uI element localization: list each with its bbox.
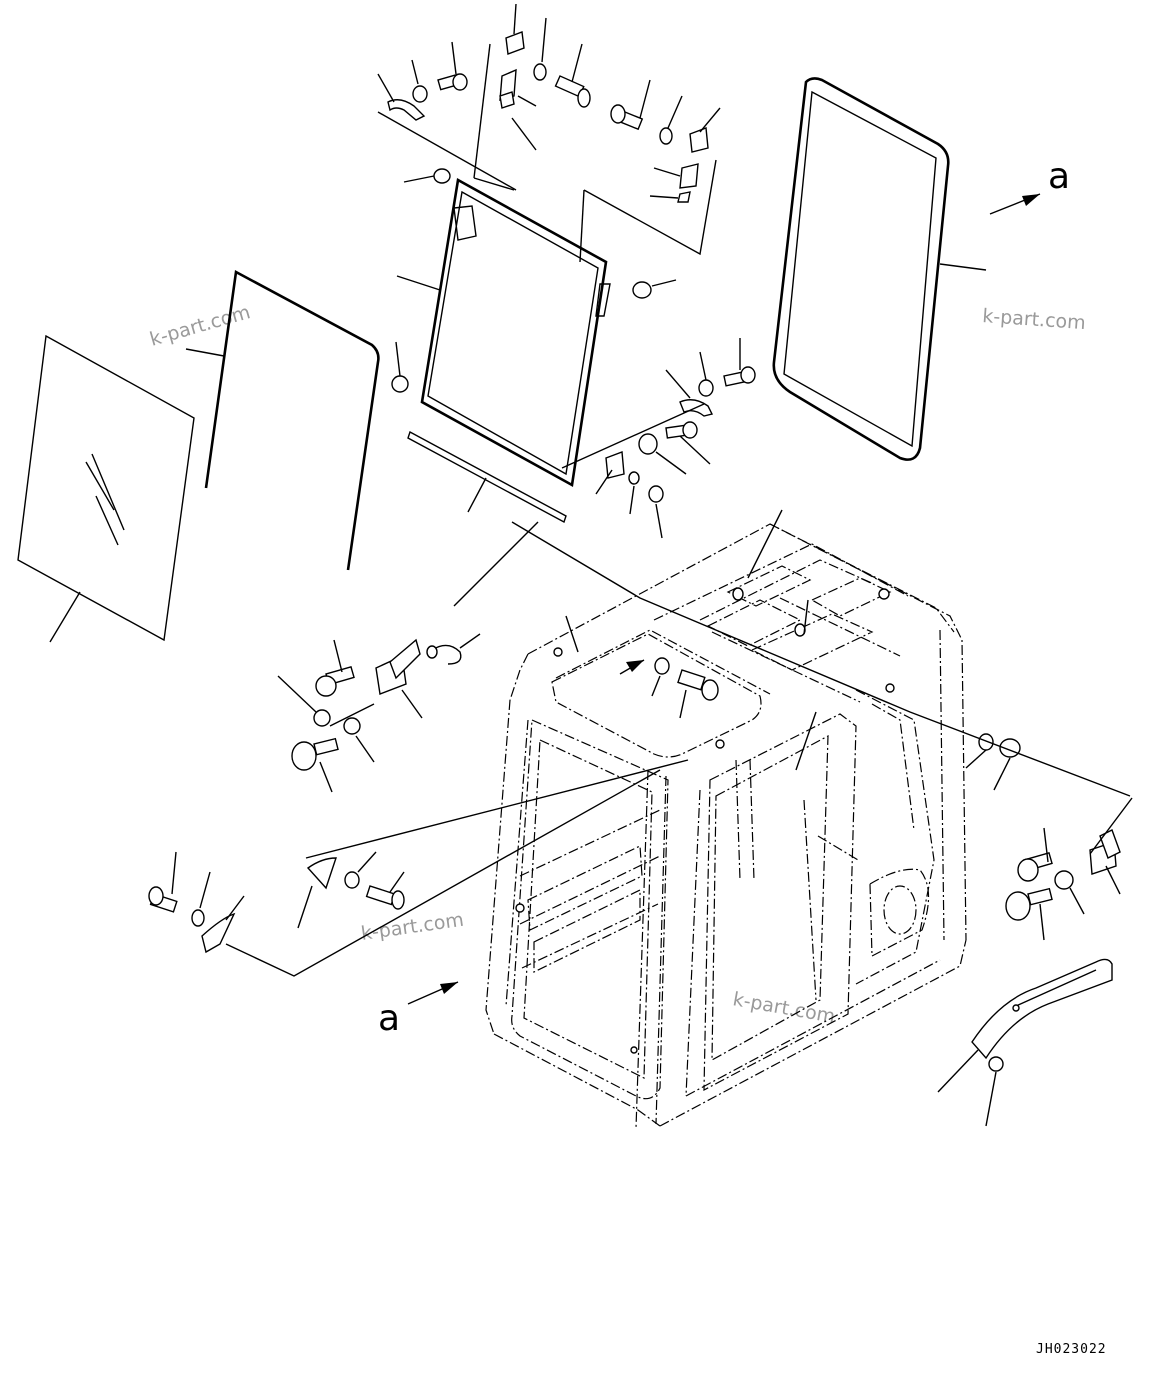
guide-rail (201, 912, 236, 954)
washer (978, 733, 994, 751)
bracket (505, 31, 525, 55)
guide-plate (306, 857, 337, 890)
bolt (610, 79, 651, 131)
bolt (723, 338, 756, 387)
bushing (632, 281, 652, 299)
sash-strip (407, 430, 567, 524)
washer (533, 63, 547, 81)
knob-bolt (1005, 887, 1053, 941)
nut (1054, 870, 1074, 890)
cab-frame (485, 523, 967, 1129)
handrail (937, 958, 1113, 1127)
washer (344, 871, 360, 889)
bushing (391, 375, 409, 393)
handle (387, 99, 426, 121)
washer (698, 379, 714, 397)
window-frame (396, 177, 611, 488)
side-hardware-right (965, 733, 1133, 941)
hatch-hardware (453, 509, 1131, 797)
nut (313, 709, 331, 727)
washer (412, 85, 428, 103)
view-arrow-bottom: a (378, 981, 459, 1039)
bolt (554, 43, 591, 108)
window-glass (17, 334, 195, 643)
bolt (1017, 827, 1053, 882)
bolt (437, 41, 468, 91)
watermark-left: k-part.com (147, 301, 253, 351)
upper-hardware (377, 3, 721, 393)
nut (628, 471, 640, 485)
washer (659, 127, 673, 145)
washer (654, 657, 670, 675)
view-label-right: a (1048, 156, 1070, 197)
watermark-bottom-right: k-part.com (731, 988, 837, 1028)
glass-seal (185, 269, 380, 571)
door-seal (772, 77, 987, 461)
washer (191, 909, 205, 927)
view-arrow-right: a (989, 156, 1070, 215)
watermark-center: k-part.com (360, 909, 466, 945)
striker (679, 163, 699, 189)
bolt (148, 851, 178, 913)
bolt (665, 421, 711, 465)
lock-wire (431, 644, 462, 665)
clip (689, 127, 709, 153)
bolt (315, 639, 355, 697)
bolt (365, 871, 405, 910)
bushing (648, 485, 664, 503)
frame-bolts (515, 587, 895, 1054)
nut (343, 717, 361, 735)
bolt (677, 669, 719, 719)
drawing-code: JH023022 (1036, 1342, 1107, 1357)
bushing (433, 168, 451, 184)
cap (988, 1056, 1004, 1072)
view-label-bottom: a (378, 998, 400, 1039)
frame-hardware-right (561, 338, 756, 539)
watermark-right: k-part.com (982, 305, 1087, 334)
rail-hardware (148, 759, 689, 977)
washer (638, 433, 658, 455)
knob-bolt (291, 737, 339, 793)
lock-hardware (277, 633, 481, 793)
